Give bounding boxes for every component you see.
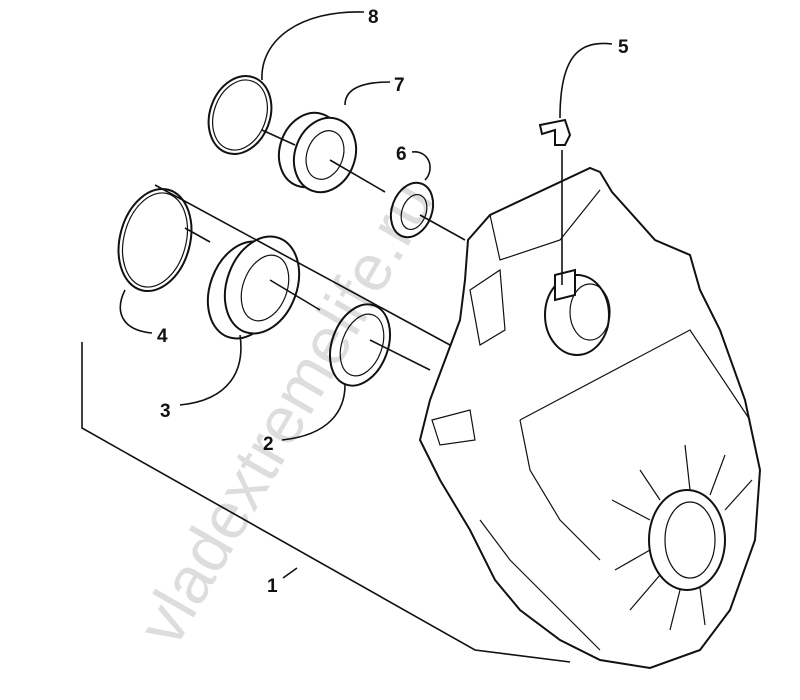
fan-fins <box>611 444 753 631</box>
bearing-7 <box>277 111 358 194</box>
snap-ring-8 <box>207 75 273 155</box>
callout-leaders <box>119 11 613 579</box>
callout-8: 8 <box>368 7 379 28</box>
callout-2: 2 <box>263 434 274 455</box>
callout-6: 6 <box>396 144 407 165</box>
assembly-lines <box>81 129 571 663</box>
gearcase-housing <box>418 166 762 670</box>
bearing-3 <box>206 235 301 340</box>
vent-fitting-5 <box>538 118 572 146</box>
callout-4: 4 <box>157 326 168 347</box>
callout-3: 3 <box>160 401 171 422</box>
callout-7: 7 <box>394 75 405 96</box>
seal-2 <box>329 303 391 387</box>
seal-6 <box>389 181 435 239</box>
snap-ring-4 <box>117 187 193 293</box>
callout-5: 5 <box>618 37 629 58</box>
callout-1: 1 <box>267 576 278 597</box>
